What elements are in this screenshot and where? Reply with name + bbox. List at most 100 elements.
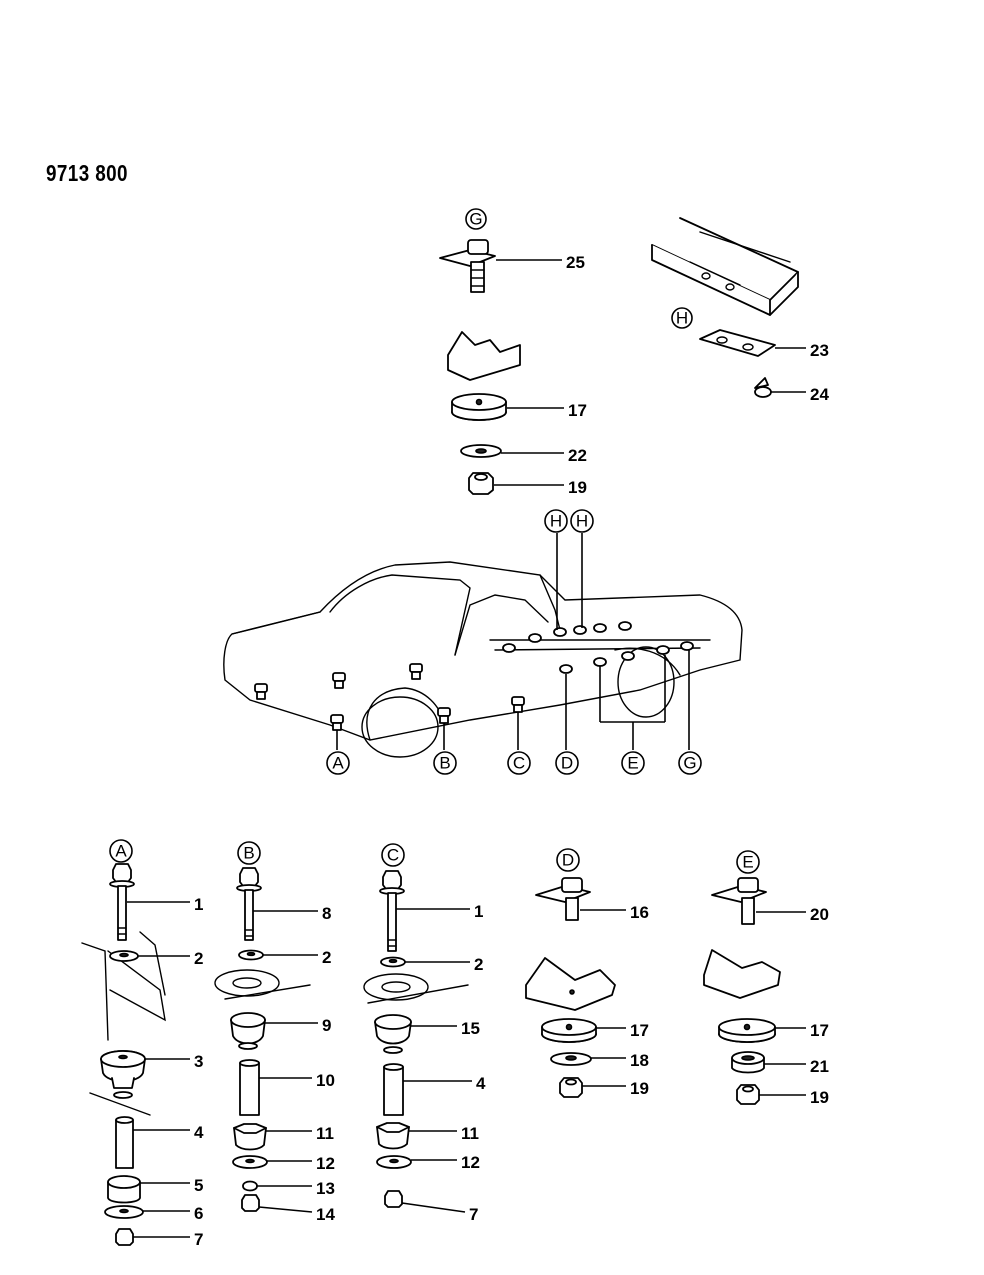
svg-text:A: A	[115, 842, 127, 861]
callout-b: B	[237, 841, 261, 865]
frame-rail-h	[651, 217, 799, 316]
part-number: 7	[469, 1205, 478, 1224]
part-number: 17	[568, 401, 587, 420]
group-a-lower-cushion	[107, 1175, 141, 1204]
callout-e: E	[736, 850, 760, 874]
group-e-nut	[736, 1084, 760, 1105]
callout-h-car-1: H	[544, 509, 568, 533]
part-number: 15	[461, 1019, 480, 1038]
part-number: 2	[194, 949, 203, 968]
group-b-washer	[238, 949, 264, 961]
nut-19-top	[468, 472, 494, 495]
part-number: 16	[630, 903, 649, 922]
part-number: 9	[322, 1016, 331, 1035]
part-number: 19	[630, 1079, 649, 1098]
group-b-lower-cushion	[233, 1123, 267, 1151]
callout-d-car: D	[555, 751, 579, 775]
part-number: 12	[461, 1153, 480, 1172]
group-c-washer	[380, 956, 406, 968]
svg-text:E: E	[742, 853, 753, 872]
group-c-nut	[384, 1190, 403, 1208]
part-number: 25	[566, 253, 585, 272]
group-c-collar	[383, 1063, 404, 1116]
part-number: 10	[316, 1071, 335, 1090]
group-e-flange-bolt	[711, 877, 767, 925]
part-number: 3	[194, 1052, 203, 1071]
tapping-screw-24	[754, 377, 772, 398]
callout-b-car: B	[433, 751, 457, 775]
part-number: 1	[194, 895, 203, 914]
group-b-lower-washer	[232, 1155, 268, 1169]
plate-23	[699, 329, 776, 357]
group-c-upper-cushion	[374, 1014, 412, 1054]
part-number: 4	[194, 1123, 204, 1142]
group-b-nut	[241, 1194, 260, 1212]
car-leader-lines	[336, 533, 690, 750]
svg-text:H: H	[576, 512, 588, 531]
mount-locations	[254, 621, 694, 731]
svg-text:B: B	[439, 754, 450, 773]
group-b-upper-cushion	[230, 1012, 266, 1050]
part-number: 11	[316, 1124, 334, 1143]
svg-text:H: H	[676, 309, 688, 328]
svg-text:D: D	[562, 851, 574, 870]
group-c-lower-washer	[376, 1155, 412, 1169]
part-number: 19	[568, 478, 587, 497]
part-number: 7	[194, 1230, 203, 1249]
part-number: 18	[630, 1051, 649, 1070]
part-number: 13	[316, 1179, 335, 1198]
part-number: 20	[810, 905, 829, 924]
part-number: 1	[474, 902, 483, 921]
svg-text:D: D	[561, 754, 573, 773]
group-b-bolt	[236, 867, 262, 941]
group-b-body-panel	[214, 969, 311, 1000]
group-b-spring-washer	[242, 1180, 258, 1192]
group-e-collar-cushion	[731, 1051, 765, 1074]
group-c-body-panel	[363, 973, 469, 1004]
svg-text:H: H	[550, 512, 562, 531]
callout-g-car: G	[678, 751, 702, 775]
callout-c-car: C	[507, 751, 531, 775]
group-a-bolt	[109, 863, 135, 941]
group-a-cushion	[100, 1050, 146, 1099]
part-number: 14	[316, 1205, 335, 1224]
part-number: 2	[322, 948, 331, 967]
document-code: 9713 800	[46, 160, 128, 186]
group-a-nut	[115, 1228, 134, 1246]
callout-a: A	[109, 839, 133, 863]
group-c-bolt	[379, 870, 405, 952]
group-d-retainer	[550, 1052, 592, 1066]
group-d-flange-bolt	[535, 877, 591, 921]
svg-text:G: G	[683, 754, 696, 773]
callout-e-car: E	[621, 751, 645, 775]
part-number: 11	[461, 1124, 479, 1143]
part-number: 24	[810, 385, 829, 404]
part-number: 5	[194, 1176, 203, 1195]
part-number: 4	[476, 1074, 486, 1093]
group-a-lower-washer	[104, 1205, 144, 1219]
flange-bolt-g	[439, 239, 496, 293]
svg-text:E: E	[627, 754, 638, 773]
part-number: 12	[316, 1154, 335, 1173]
group-a-collar	[115, 1116, 134, 1169]
part-number: 23	[810, 341, 829, 360]
part-number: 19	[810, 1088, 829, 1107]
part-number: 8	[322, 904, 331, 923]
part-number: 22	[568, 446, 587, 465]
group-a-bracket	[81, 931, 166, 1041]
callout-h-top: H	[671, 307, 693, 329]
insulator-pad-17-top	[451, 393, 507, 421]
svg-text:G: G	[469, 210, 482, 229]
group-a-washer	[109, 950, 139, 962]
part-number: 2	[474, 955, 483, 974]
part-number: 17	[810, 1021, 829, 1040]
part-number: 6	[194, 1204, 203, 1223]
bracket-g	[447, 331, 521, 381]
callout-g-top: G	[465, 208, 487, 230]
group-e-insulator	[718, 1018, 776, 1043]
callout-d: D	[556, 848, 580, 872]
washer-22	[460, 444, 502, 458]
group-c-lower-cushion	[376, 1122, 410, 1150]
svg-text:B: B	[243, 844, 254, 863]
